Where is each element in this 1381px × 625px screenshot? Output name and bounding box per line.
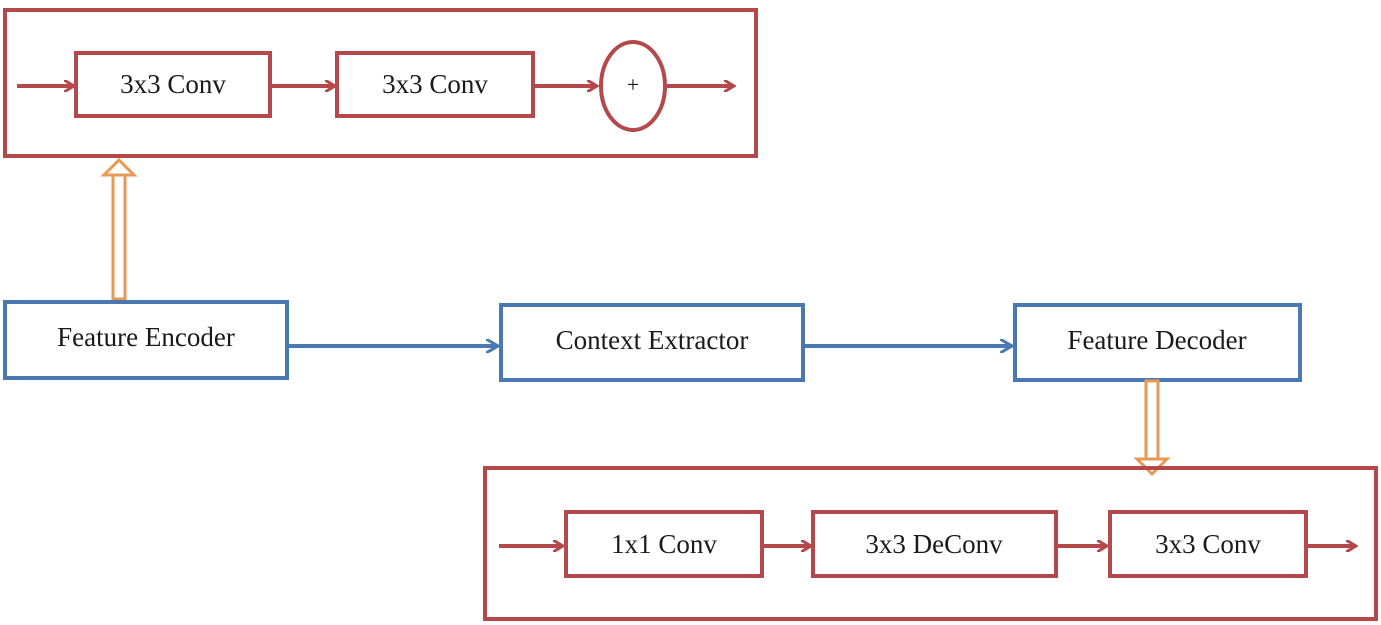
main-pipeline: Feature Encoder Context Extractor Featur…	[3, 300, 1302, 382]
decoder-expand-arrow	[1133, 379, 1171, 477]
decoder-conv1-box	[564, 510, 764, 578]
encoder-conv2-label: 3x3 Conv	[382, 69, 488, 99]
encoder-residual-block: 3x3 Conv 3x3 Conv +	[3, 8, 758, 158]
decoder-block: 1x1 Conv 3x3 DeConv 3x3 Conv	[483, 466, 1378, 621]
context-extractor-box	[499, 303, 805, 382]
decoder-conv1-label: 1x1 Conv	[611, 529, 717, 559]
encoder-conv1-box	[74, 51, 272, 118]
feature-decoder-label: Feature Decoder	[1067, 325, 1246, 355]
decoder-deconv-box	[811, 510, 1058, 578]
context-extractor-label: Context Extractor	[556, 325, 749, 355]
sum-symbol: +	[627, 72, 639, 97]
encoder-expand-arrow	[100, 157, 138, 301]
encoder-conv2-box	[335, 51, 535, 118]
encoder-block-frame	[3, 8, 758, 158]
decoder-block-frame	[483, 466, 1378, 621]
feature-encoder-box	[3, 300, 289, 380]
decoder-deconv-label: 3x3 DeConv	[865, 529, 1003, 559]
decoder-conv2-box	[1108, 510, 1308, 578]
decoder-conv2-label: 3x3 Conv	[1155, 529, 1261, 559]
feature-encoder-label: Feature Encoder	[57, 322, 235, 352]
sum-node	[599, 40, 667, 132]
encoder-conv1-label: 3x3 Conv	[120, 69, 226, 99]
feature-decoder-box	[1013, 303, 1302, 382]
